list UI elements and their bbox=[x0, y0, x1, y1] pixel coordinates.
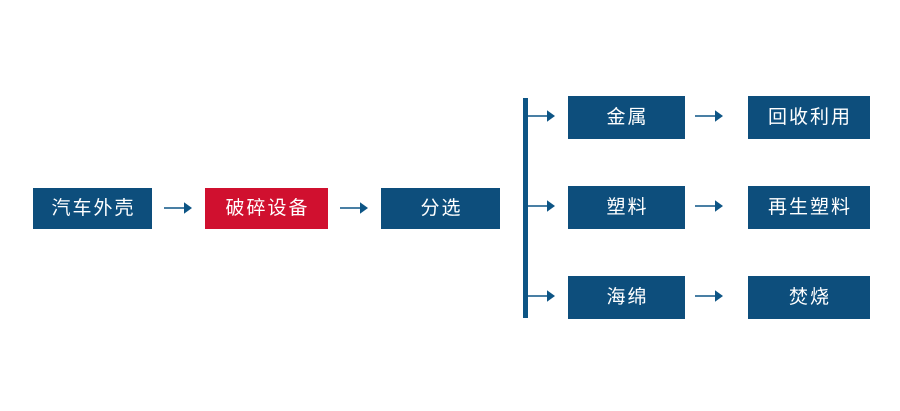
node-car-shell[interactable]: 汽车外壳 bbox=[33, 188, 152, 229]
branch-arrow-right-icon bbox=[526, 104, 556, 132]
arrow-right-icon bbox=[694, 284, 724, 308]
node-destination-incineration[interactable]: 焚烧 bbox=[748, 276, 870, 319]
node-crusher-equipment[interactable]: 破碎设备 bbox=[205, 188, 328, 229]
node-material-sponge[interactable]: 海绵 bbox=[568, 276, 685, 319]
arrow-right-icon bbox=[339, 196, 369, 220]
branch-arrow-right-icon bbox=[526, 284, 556, 312]
branch-arrow-right-icon bbox=[526, 194, 556, 222]
node-destination-recycle[interactable]: 回收利用 bbox=[748, 96, 870, 139]
node-material-plastic[interactable]: 塑料 bbox=[568, 186, 685, 229]
arrow-right-icon bbox=[163, 196, 193, 220]
arrow-right-icon bbox=[694, 104, 724, 128]
node-destination-regenerated-plastic[interactable]: 再生塑料 bbox=[748, 186, 870, 229]
node-sorting[interactable]: 分选 bbox=[381, 188, 500, 229]
node-material-metal[interactable]: 金属 bbox=[568, 96, 685, 139]
arrow-right-icon bbox=[694, 194, 724, 218]
vertical-branch-line bbox=[523, 98, 528, 318]
